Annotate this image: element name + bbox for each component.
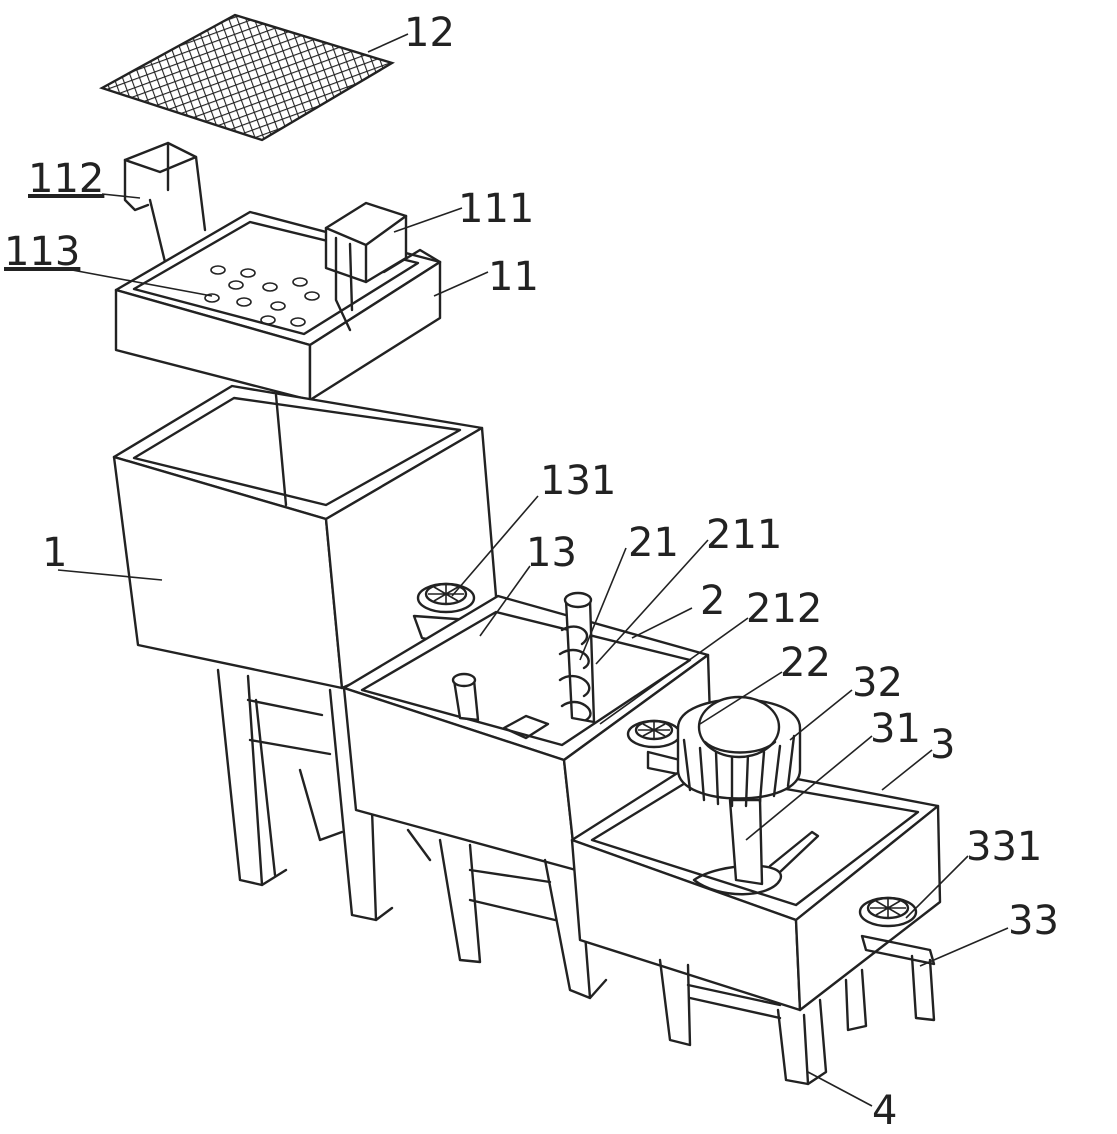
label-211: 211 (706, 512, 782, 558)
leader-lines (57, 33, 1009, 1107)
top-tray (114, 141, 442, 402)
middle-box (342, 594, 714, 1000)
label-22: 22 (780, 640, 831, 686)
label-112: 112 (28, 156, 104, 202)
gear-shaft-31 (692, 798, 820, 896)
label-12: 12 (404, 10, 455, 56)
label-32: 32 (852, 660, 903, 706)
label-2: 2 (700, 578, 725, 624)
label-21: 21 (628, 520, 679, 566)
label-131: 131 (540, 458, 616, 504)
tray-holes (204, 265, 320, 327)
gear-32 (676, 695, 802, 808)
label-33: 33 (1008, 898, 1059, 944)
label-13: 13 (526, 530, 577, 576)
main-box (112, 384, 500, 922)
label-3: 3 (930, 722, 955, 768)
bracket-22 (626, 719, 682, 776)
label-4: 4 (872, 1088, 897, 1134)
label-212: 212 (746, 586, 822, 632)
reference-labels: 12 112 111 113 11 1 131 13 21 211 2 212 … (4, 10, 1059, 1134)
label-11: 11 (488, 254, 539, 300)
label-111: 111 (458, 186, 534, 232)
label-331: 331 (966, 824, 1042, 870)
auger-21 (558, 591, 596, 724)
label-1: 1 (42, 530, 67, 576)
label-31: 31 (870, 706, 921, 752)
label-113: 113 (4, 229, 80, 275)
mesh-screen (98, 13, 395, 142)
bracket-33 (858, 896, 936, 1022)
